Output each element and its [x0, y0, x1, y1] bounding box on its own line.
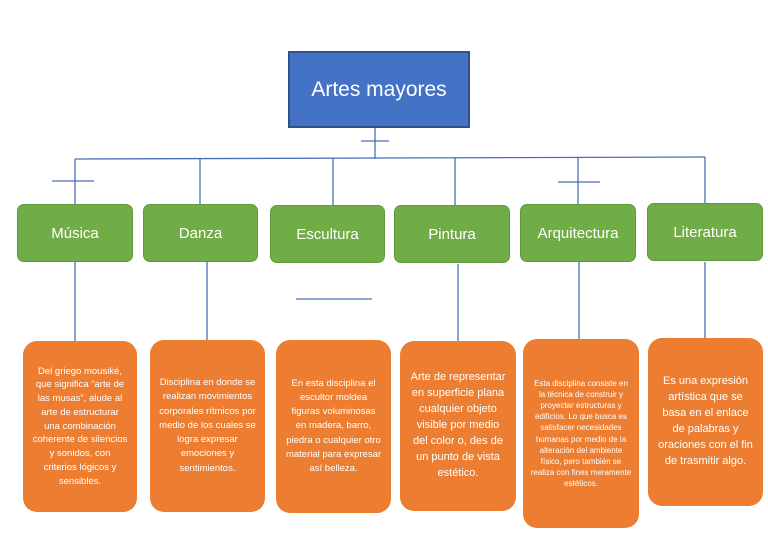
description-literatura: Es una expresión artística que se basa e… [648, 338, 763, 506]
category-label: Arquitectura [537, 224, 619, 242]
category-arquitectura: Arquitectura [520, 204, 636, 262]
description-text: Del griego mousiké, que significa “arte … [32, 365, 128, 487]
description-arquitectura: Esta disciplina consiste en la técnica d… [523, 339, 639, 528]
root-label: Artes mayores [311, 77, 447, 101]
description-pintura: Arte de representar en superficie plana … [400, 341, 516, 511]
description-danza: Disciplina en donde se realizan movimien… [150, 340, 265, 512]
category-pintura: Pintura [394, 205, 510, 263]
category-danza: Danza [143, 204, 258, 262]
connector-horizontal-bus [74, 156, 706, 160]
description-text: En esta disciplina el escultor moldea fi… [285, 377, 382, 475]
category-musica: Música [17, 204, 133, 262]
category-label: Literatura [673, 223, 737, 241]
category-literatura: Literatura [647, 203, 763, 261]
description-text: Disciplina en donde se realizan movimien… [159, 377, 256, 474]
category-label: Música [51, 224, 99, 242]
description-escultura: En esta disciplina el escultor moldea fi… [276, 340, 391, 513]
description-text: Arte de representar en superficie plana … [410, 371, 506, 479]
category-label: Escultura [296, 225, 359, 243]
description-text: Esta disciplina consiste en la técnica d… [530, 378, 632, 489]
description-text: Es una expresión artística que se basa e… [658, 375, 753, 467]
category-label: Danza [178, 224, 223, 242]
category-escultura: Escultura [270, 205, 385, 263]
category-label: Pintura [428, 225, 476, 243]
description-musica: Del griego mousiké, que significa “arte … [23, 341, 137, 512]
root-node: Artes mayores [288, 51, 470, 128]
